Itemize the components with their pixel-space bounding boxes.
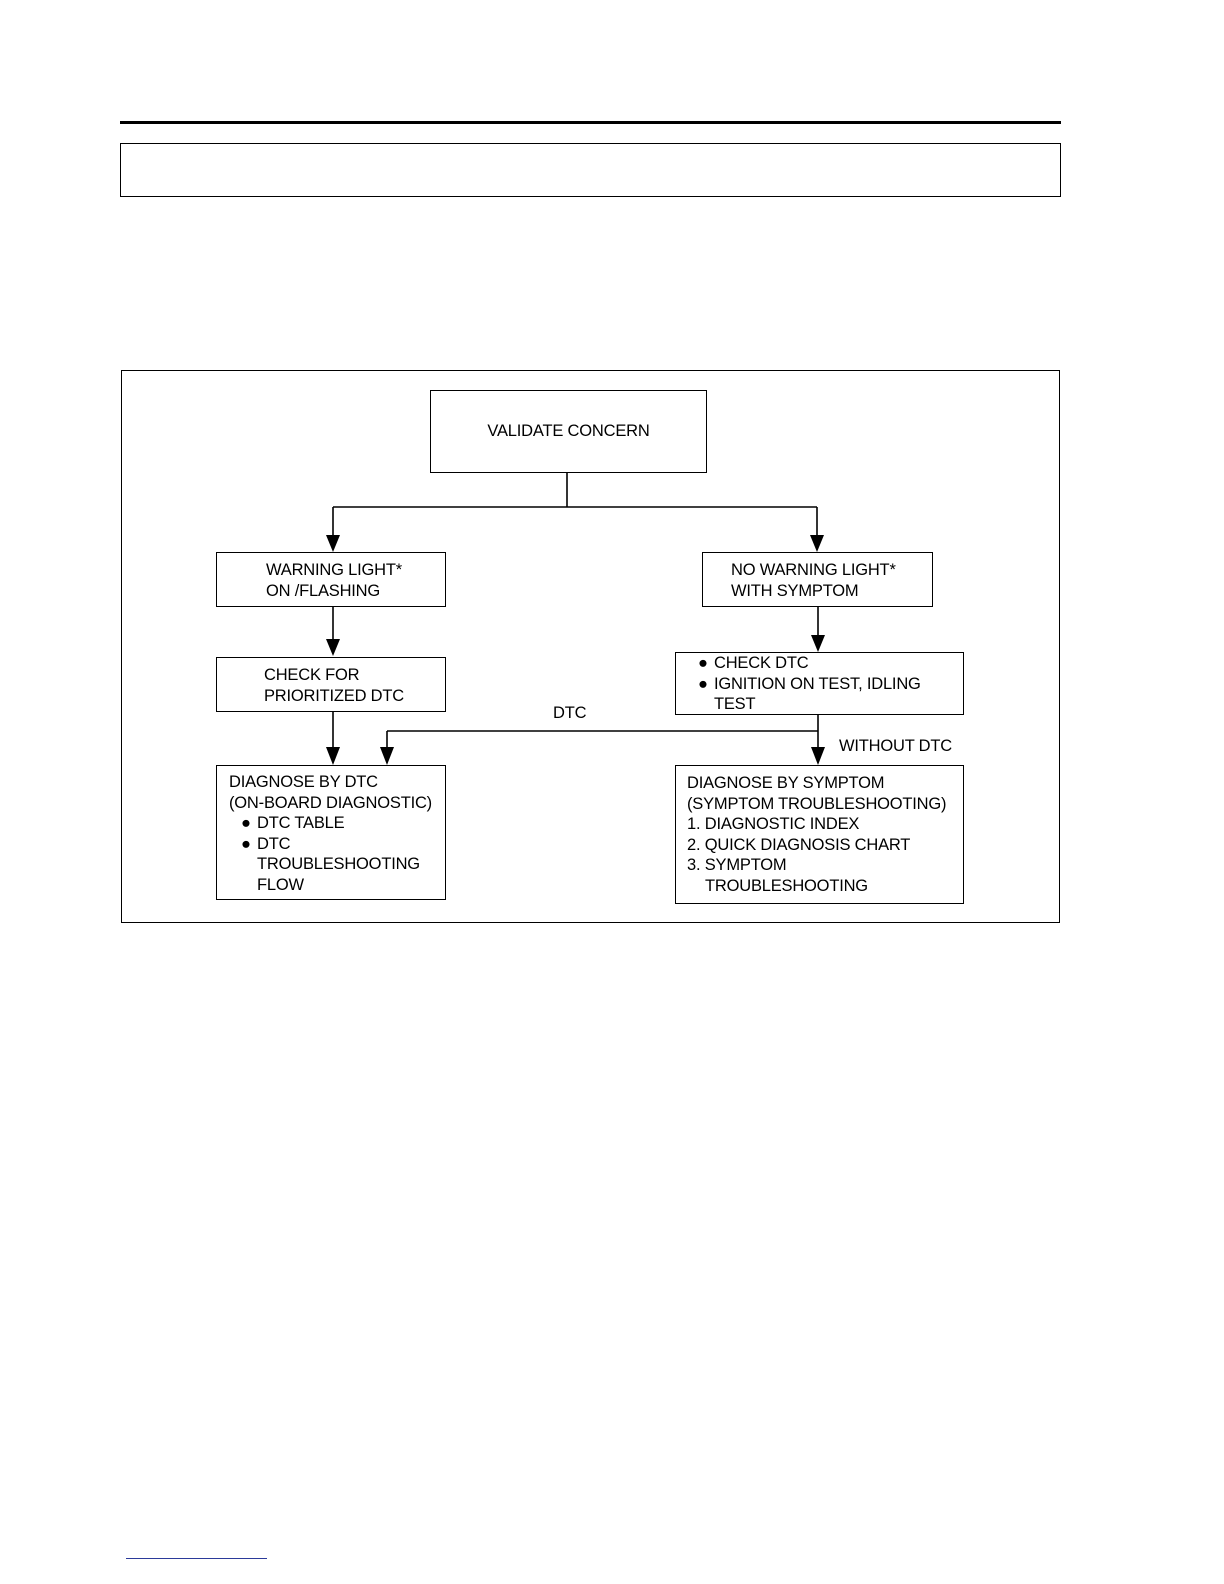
bullet-icon: ● <box>241 814 251 833</box>
no-warning-light-line1: NO WARNING LIGHT* <box>731 561 896 579</box>
dtc-branch-label: DTC <box>553 704 587 722</box>
diagnose-by-dtc-box: DIAGNOSE BY DTC (ON-BOARD DIAGNOSTIC) ●D… <box>216 765 446 900</box>
check-prioritized-dtc-box: CHECK FOR PRIORITIZED DTC <box>216 657 446 712</box>
warning-light-line1: WARNING LIGHT* <box>266 561 402 579</box>
check-dtc-box: ●CHECK DTC ●IGNITION ON TEST, IDLING TES… <box>675 652 964 715</box>
dtc-troubleshooting-item: ●DTC <box>241 834 291 853</box>
bullet-icon: ● <box>698 674 708 693</box>
check-dtc-item: ●CHECK DTC <box>698 654 809 672</box>
diagnose-dtc-subtitle: (ON-BOARD DIAGNOSTIC) <box>229 793 432 812</box>
validate-concern-text: VALIDATE CONCERN <box>487 422 650 441</box>
check-prioritized-line1: CHECK FOR <box>264 666 360 684</box>
bullet-icon: ● <box>698 654 708 672</box>
validate-concern-box: VALIDATE CONCERN <box>430 390 707 473</box>
dtc-troubleshooting-cont1: TROUBLESHOOTING <box>257 855 420 874</box>
diagnostic-index-item: 1. DIAGNOSTIC INDEX <box>687 815 860 834</box>
dtc-table-item: ●DTC TABLE <box>241 814 345 833</box>
symptom-troubleshooting-item: 3. SYMPTOM <box>687 856 787 875</box>
ignition-test-item: ●IGNITION ON TEST, IDLING <box>698 674 921 693</box>
no-warning-light-box: NO WARNING LIGHT* WITH SYMPTOM <box>702 552 933 607</box>
no-warning-light-line2: WITH SYMPTOM <box>731 581 859 600</box>
warning-light-box: WARNING LIGHT* ON /FLASHING <box>216 552 446 607</box>
check-prioritized-line2: PRIORITIZED DTC <box>264 686 404 705</box>
top-rule <box>120 121 1061 124</box>
ignition-test-item-cont: TEST <box>714 695 756 714</box>
diagnose-symptom-title: DIAGNOSE BY SYMPTOM <box>687 774 885 792</box>
header-box <box>120 143 1061 197</box>
without-dtc-branch-label: WITHOUT DTC <box>839 737 952 755</box>
diagram-frame <box>121 370 1060 923</box>
symptom-troubleshooting-cont: TROUBLESHOOTING <box>705 876 868 895</box>
bullet-icon: ● <box>241 834 251 853</box>
quick-diagnosis-chart-item: 2. QUICK DIAGNOSIS CHART <box>687 835 911 854</box>
footer-underline <box>126 1558 267 1559</box>
diagnose-symptom-subtitle: (SYMPTOM TROUBLESHOOTING) <box>687 794 947 813</box>
dtc-troubleshooting-cont2: FLOW <box>257 875 304 894</box>
diagnose-dtc-title: DIAGNOSE BY DTC <box>229 773 378 791</box>
warning-light-line2: ON /FLASHING <box>266 581 381 600</box>
diagnose-by-symptom-box: DIAGNOSE BY SYMPTOM (SYMPTOM TROUBLESHOO… <box>675 765 964 904</box>
